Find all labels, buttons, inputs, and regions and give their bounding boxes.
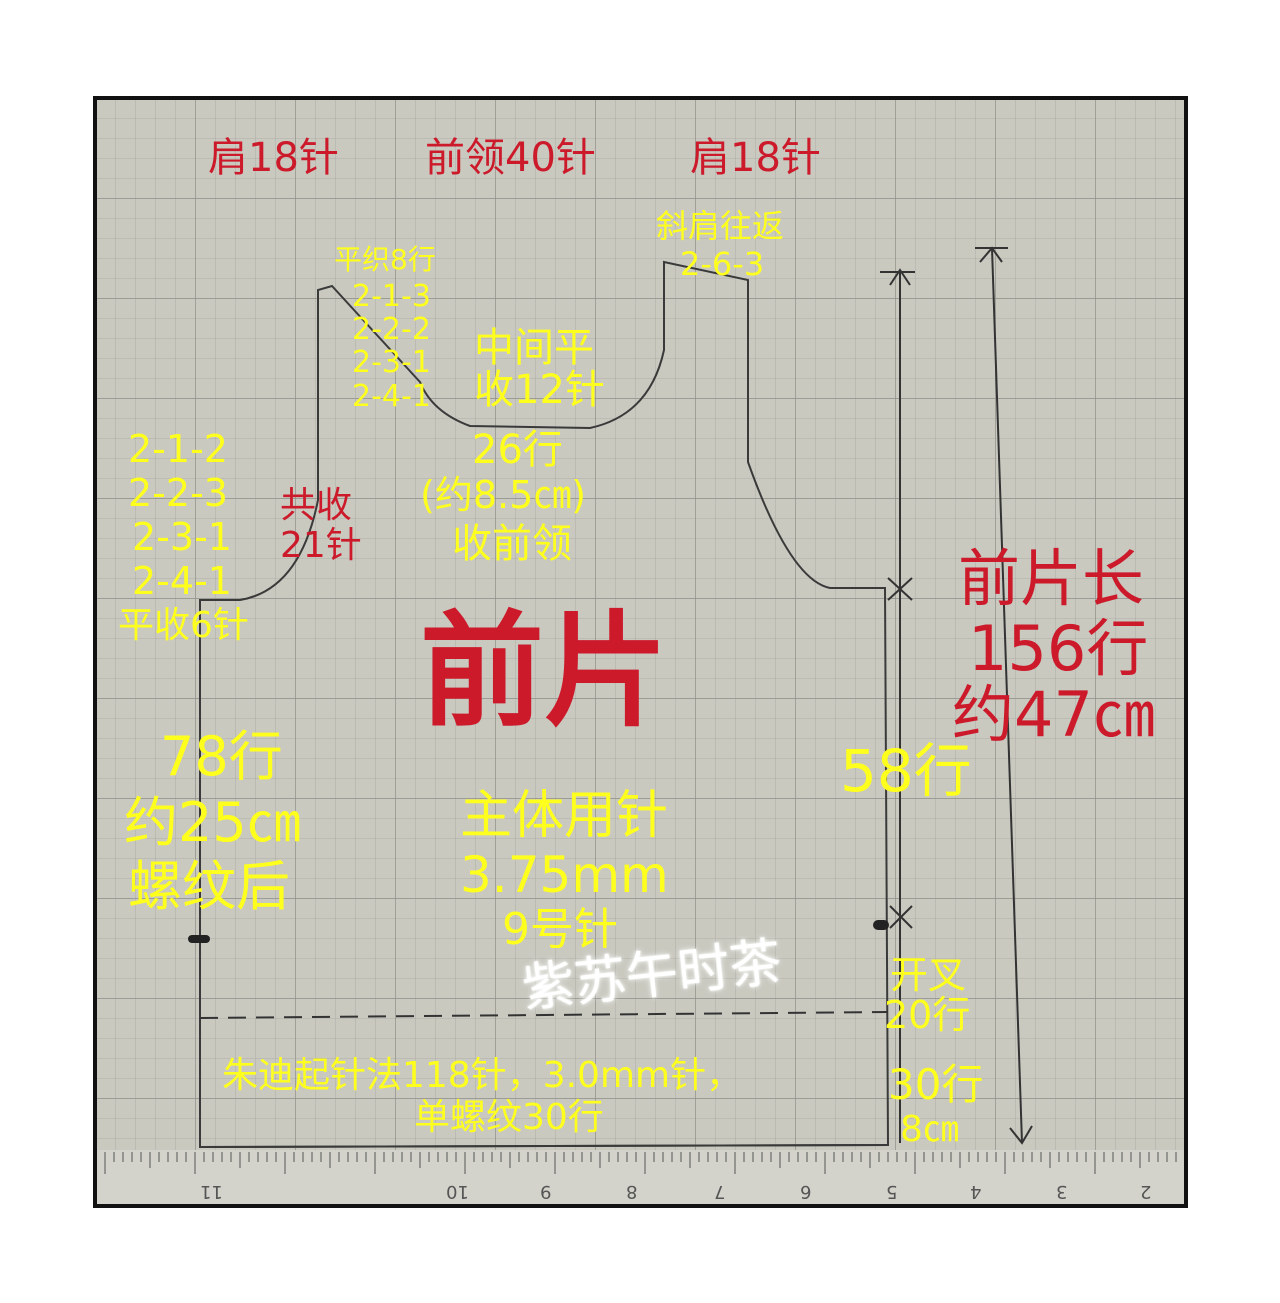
neck-step: 2-3-1 [352,345,431,380]
needle-line1: 主体用针 [460,786,669,846]
armhole-step: 2-2-3 [128,471,228,515]
shoulder-right-label: 肩18针 [690,135,821,181]
slit-marker-right [873,920,889,930]
neck-step: 2-4-1 [352,379,431,414]
dimension-lines [880,246,1033,1145]
shoulder-left-label: 肩18针 [208,135,339,181]
slope-label: 斜肩往返 [656,207,785,245]
needle-line2: 3.75mm [460,846,669,904]
body-rows: 78行 [160,725,283,788]
front-piece-outline [199,260,890,1149]
ruler-label: 6 [800,1181,812,1202]
front-neck-label: 前领40针 [425,135,596,181]
neck-note: 收前领 [452,521,572,567]
ruler [97,1150,1184,1204]
ruler-label: 7 [714,1181,726,1202]
rib-line [199,1011,889,1019]
page-title: 前片 [420,600,669,744]
ruler-label: 10 [446,1181,469,1202]
rib-cm: 8㎝ [900,1109,959,1150]
front-length-line1: 前片长 [958,542,1145,615]
neck-step: 2-2-2 [352,312,431,347]
ruler-label: 4 [970,1181,982,1202]
armhole-step: 2-4-1 [132,559,232,603]
neck-cm: (约8.5㎝) [420,473,587,517]
armhole-total-line2: 21针 [280,525,362,566]
neck-step: 2-1-3 [352,279,431,314]
ruler-label: 9 [540,1181,552,1202]
front-length-line3: 约47㎝ [952,678,1155,751]
ruler-label: 2 [1140,1181,1152,1202]
body-cm: 约25㎝ [124,791,301,854]
rib-rows: 30行 [888,1060,984,1109]
neck-center-line2: 收12针 [474,367,605,413]
armhole-step: 2-1-2 [128,427,228,471]
armhole-step: 2-3-1 [132,515,232,559]
needle-line3: 9号针 [502,904,618,955]
slit-marker-left [188,935,210,943]
armhole-flat-bind: 平收6针 [118,605,249,646]
slit-line2: 20行 [884,993,971,1037]
body-note: 螺纹后 [128,855,290,918]
grid [97,100,1184,1204]
slit-line1: 开叉 [890,953,967,997]
ruler-label: 11 [200,1181,223,1202]
slope-value: 2-6-3 [680,245,765,283]
ruler-ticks [104,1152,1177,1174]
armhole-total-line1: 共收 [280,485,353,526]
ruler-label: 8 [626,1181,638,1202]
body-right-rows: 58行 [840,737,972,805]
ruler-label: 3 [1056,1181,1068,1202]
ruler-label: 5 [886,1181,898,1202]
neck-plain-rows: 平织8行 [334,243,436,276]
front-length-line2: 156行 [968,612,1149,685]
neck-rows: 26行 [472,427,563,473]
neck-center-line1: 中间平 [474,325,594,371]
rib-line1: 朱迪起针法118针，3.0mm针， [222,1055,743,1096]
rib-line2: 单螺纹30行 [414,1097,604,1138]
